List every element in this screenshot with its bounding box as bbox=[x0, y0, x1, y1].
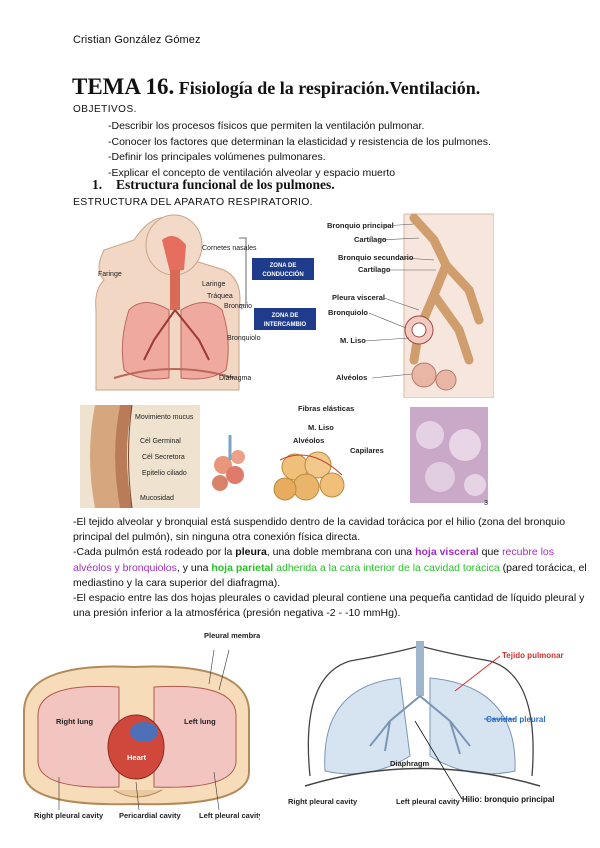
p2-part: -Cada pulmón está rodeado por la bbox=[73, 546, 236, 559]
label-bronquio-principal: Bronquio principal bbox=[327, 221, 394, 230]
paragraph-2: -Cada pulmón está rodeado por la pleura,… bbox=[73, 545, 593, 591]
label-diaphragm: Diaphragm bbox=[390, 759, 430, 768]
label-alveolos-2: Alvéolos bbox=[293, 436, 324, 445]
term-pleura: pleura bbox=[235, 546, 267, 559]
title-number: TEMA 16. bbox=[72, 74, 175, 99]
objectives-heading: OBJETIVOS. bbox=[73, 104, 137, 115]
p2-part: que bbox=[478, 546, 503, 559]
label-capilares: Capilares bbox=[350, 446, 384, 455]
label-left-pleural-cavity-2: Left pleural cavity bbox=[396, 797, 461, 806]
trachea-shape bbox=[170, 270, 180, 310]
left-lung-shape bbox=[180, 302, 229, 380]
label-heart: Heart bbox=[127, 753, 147, 762]
body-text: -El tejido alveolar y bronquial está sus… bbox=[73, 515, 593, 621]
label-cel-germinal: Cél Germinal bbox=[140, 438, 181, 445]
subheading: ESTRUCTURA DEL APARATO RESPIRATORIO. bbox=[73, 196, 313, 208]
zone-conduction-line1: ZONA DE bbox=[270, 263, 297, 269]
label-cartilago-1: Cartílago bbox=[354, 235, 387, 244]
label-cel-secretora: Cél Secretora bbox=[142, 454, 185, 461]
label-cartilago-2: Cartílago bbox=[358, 265, 391, 274]
p2-green-text: adherida a la cara interior de la cavida… bbox=[273, 561, 500, 574]
term-hoja-visceral: hoja visceral bbox=[415, 546, 479, 559]
label-right-pleural-cavity-2: Right pleural cavity bbox=[288, 797, 358, 806]
label-tejido-pulmonar: Tejido pulmonar bbox=[502, 651, 564, 660]
p2-part: , y una bbox=[176, 561, 212, 574]
left-lung-section bbox=[153, 685, 237, 788]
label-left-pleural-cavity: Left pleural cavity bbox=[199, 811, 260, 820]
right-lung-shape bbox=[121, 302, 170, 380]
left-lung-outline bbox=[429, 677, 516, 775]
label-alveolos: Alvéolos bbox=[336, 373, 367, 382]
label-hilio: Hilio: bronquio principal bbox=[462, 795, 554, 804]
respiratory-system-figure: Faringe Cornetes nasales Laringe Tráquea… bbox=[95, 213, 494, 398]
objectives-list: -Describir los procesos físicos que perm… bbox=[108, 119, 491, 181]
label-cavidad-pleural: Cavidad pleural bbox=[486, 715, 546, 724]
label-faringe: Faringe bbox=[98, 271, 122, 278]
label-traquea: Tráquea bbox=[207, 293, 233, 300]
paragraph-3: -El espacio entre las dos hojas pleurale… bbox=[73, 592, 585, 620]
label-pleura-visceral: Pleura visceral bbox=[332, 293, 385, 302]
label-bronquiolo: Bronquiolo bbox=[227, 335, 261, 342]
label-cornetes: Cornetes nasales bbox=[202, 245, 257, 252]
zone-exchange-line2: INTERCAMBIO bbox=[264, 322, 307, 328]
label-fibras-elasticas: Fibras elásticas bbox=[298, 405, 354, 413]
section-title: Estructura funcional de los pulmones. bbox=[116, 177, 335, 192]
paragraph-1: -El tejido alveolar y bronquial está sus… bbox=[73, 516, 566, 544]
label-bronquiolo-r: Bronquiolo bbox=[328, 308, 368, 317]
diaphragm-line bbox=[113, 368, 235, 379]
label-left-lung: Left lung bbox=[184, 717, 216, 726]
p2-part: , una doble membrana con una bbox=[266, 546, 416, 559]
zone-conduction-box bbox=[252, 258, 314, 280]
thorax-cross-section-figure: Pleural membranes Right lung Left lung H… bbox=[23, 632, 260, 820]
term-hoja-parietal: hoja parietal bbox=[211, 561, 274, 574]
label-m-liso-2: M. Liso bbox=[308, 423, 334, 432]
p2-purple-text: recubre los alvéolos y bronquiolos bbox=[73, 546, 555, 574]
label-epitelio-ciliado: Epitelio ciliado bbox=[142, 470, 187, 477]
author-name: Cristian González Gómez bbox=[73, 34, 201, 46]
lungs-frontal-figure: Tejido pulmonar Cavidad pleural Diaphrag… bbox=[288, 641, 564, 806]
label-diafragma: Diafragma bbox=[219, 375, 251, 382]
zone-exchange-line1: ZONA DE bbox=[272, 313, 299, 319]
page-mark: 3 bbox=[484, 500, 488, 507]
alveolar-sac-large bbox=[273, 451, 345, 501]
right-lung-section bbox=[37, 685, 120, 788]
alveoli-figure: Movimiento mucus Cél Germinal Cél Secret… bbox=[80, 405, 488, 508]
nasal-cavity-shape bbox=[162, 236, 186, 272]
p2-part: (pared torácica, el mediastino y la cara… bbox=[73, 561, 587, 589]
alveolar-sac-small bbox=[212, 435, 245, 491]
label-bronquio-secundario: Bronquio secundario bbox=[338, 253, 414, 262]
section-heading: 1. Estructura funcional de los pulmones. bbox=[92, 177, 335, 193]
label-m-liso: M. Liso bbox=[340, 336, 366, 345]
label-right-pleural-cavity: Right pleural cavity bbox=[34, 811, 104, 820]
label-right-lung: Right lung bbox=[56, 717, 93, 726]
objective-item: -Conocer los factores que determinan la … bbox=[108, 135, 491, 148]
objective-item: -Explicar el concepto de ventilación alv… bbox=[108, 166, 396, 179]
title-text: Fisiología de la respiración.Ventilación… bbox=[174, 78, 481, 98]
label-pericardial-cavity: Pericardial cavity bbox=[119, 811, 182, 820]
label-laringe: Laringe bbox=[202, 281, 225, 288]
objective-item: -Describir los procesos físicos que perm… bbox=[108, 120, 425, 132]
label-mucosidad: Mucosidad bbox=[140, 495, 174, 502]
label-movimiento-mucus: Movimiento mucus bbox=[135, 414, 194, 421]
objective-item: -Definir los principales volúmenes pulmo… bbox=[108, 151, 326, 163]
zone-conduction-line2: CONDUCCIÓN bbox=[262, 270, 303, 278]
label-pleural-membranes: Pleural membranes bbox=[204, 632, 260, 640]
page-title: TEMA 16. Fisiología de la respiración.Ve… bbox=[72, 74, 480, 100]
section-number: 1. bbox=[92, 177, 103, 192]
zone-exchange-box bbox=[254, 308, 316, 330]
label-bronquio: Bronquio bbox=[224, 303, 252, 310]
